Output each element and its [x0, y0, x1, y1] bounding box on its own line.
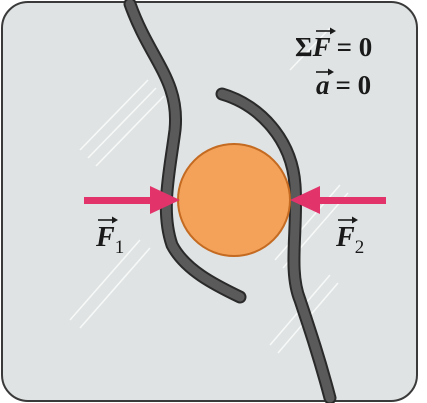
acceleration-variable: a — [316, 70, 330, 100]
acceleration-equation: a= 0 — [316, 68, 371, 100]
svg-text:F2: F2 — [335, 222, 364, 258]
ball — [177, 143, 291, 257]
force-label-f2: F2 — [335, 216, 364, 258]
f1-variable: F — [95, 222, 115, 253]
net-force-rhs: = 0 — [337, 32, 373, 62]
acceleration-rhs: = 0 — [336, 70, 372, 100]
net-force-variable: F — [312, 32, 331, 62]
right-rope — [215, 87, 337, 403]
f2-subscript: 2 — [355, 237, 365, 258]
glare-streaks — [69, 27, 349, 354]
force-arrow-f2 — [290, 186, 386, 214]
f1-subscript: 1 — [115, 237, 125, 258]
net-force-equation: ΣF= 0 — [295, 27, 372, 62]
left-rope — [123, 0, 247, 304]
force-arrow-f1 — [84, 186, 180, 214]
sigma-symbol: Σ — [295, 32, 313, 62]
f2-variable: F — [335, 222, 355, 253]
svg-text:a= 0: a= 0 — [316, 70, 371, 100]
svg-text:ΣF= 0: ΣF= 0 — [295, 32, 372, 62]
force-label-f1: F1 — [95, 216, 124, 258]
svg-text:F1: F1 — [95, 222, 124, 258]
